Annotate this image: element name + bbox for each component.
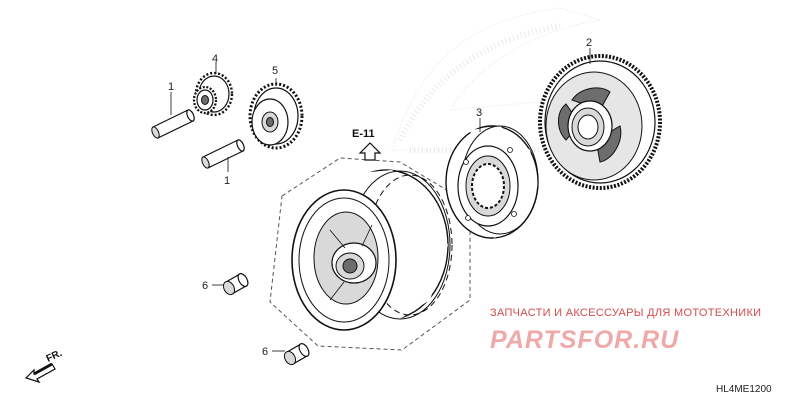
part-4-idle-gear[interactable] (192, 62, 234, 117)
callout-4[interactable]: 4 (212, 53, 218, 65)
front-direction-indicator: FR. (24, 348, 64, 384)
watermark-tagline: ЗАПЧАСТИ И АКСЕССУАРЫ ДЛЯ МОТОТЕХНИКИ (490, 307, 761, 319)
reference-e11[interactable]: E-11 (352, 128, 382, 161)
watermark: ЗАПЧАСТИ И АКСЕССУАРЫ ДЛЯ МОТОТЕХНИКИ PA… (490, 307, 761, 354)
part-3-starter-clutch[interactable] (445, 118, 539, 239)
part-1-shaft-bottom[interactable] (200, 139, 246, 172)
front-label: FR. (45, 348, 64, 365)
part-1-shaft-top[interactable] (150, 92, 196, 139)
diagram-code: HL4ME1200 (716, 384, 772, 395)
callout-6-bottom[interactable]: 6 (262, 346, 268, 358)
flywheel-rotor[interactable] (291, 169, 453, 331)
part-2-starter-driven-gear[interactable] (538, 48, 662, 190)
part-6-bolt-upper[interactable] (212, 272, 250, 297)
callout-6-top[interactable]: 6 (202, 280, 208, 292)
callout-1-top[interactable]: 1 (168, 81, 174, 93)
callout-5[interactable]: 5 (272, 65, 278, 77)
part-6-bolt-lower[interactable] (272, 342, 311, 367)
watermark-logo: PARTSFOR.RU (490, 326, 679, 354)
callout-1-bottom[interactable]: 1 (224, 175, 230, 187)
assembly-outline (269, 157, 471, 351)
part-5-reduction-gear[interactable] (248, 78, 304, 150)
callout-2[interactable]: 2 (586, 37, 592, 49)
reference-label: E-11 (352, 128, 375, 140)
callout-3[interactable]: 3 (476, 107, 482, 119)
